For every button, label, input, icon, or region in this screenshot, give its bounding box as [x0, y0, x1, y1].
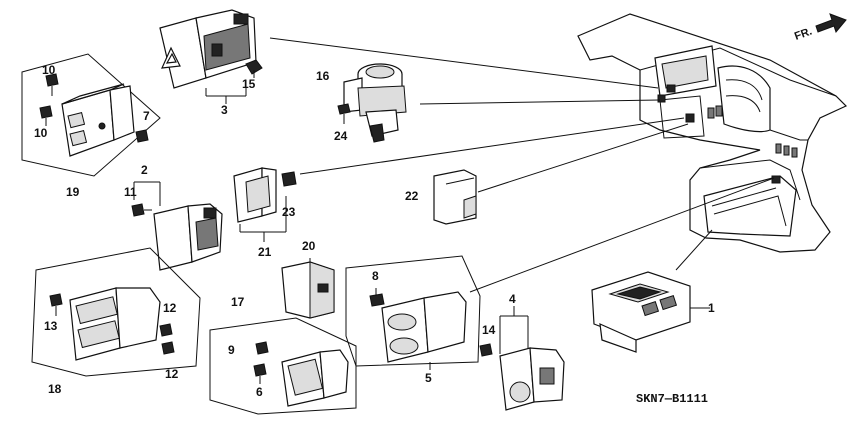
callout-5: 5: [425, 371, 432, 385]
callout-2: 2: [141, 163, 148, 177]
switch-group-19: [21, 53, 161, 177]
switch-2: [131, 181, 223, 271]
callout-12b: 12: [165, 367, 179, 381]
dashboard-illustration: [577, 13, 848, 253]
callout-10b: 10: [34, 126, 48, 140]
callout-4: 4: [509, 292, 516, 306]
callout-7: 7: [143, 109, 150, 123]
callout-14: 14: [482, 323, 496, 337]
callout-22: 22: [405, 189, 419, 203]
callout-24: 24: [334, 129, 348, 143]
direction-label: FR.: [793, 25, 814, 42]
callout-16: 16: [316, 69, 330, 83]
switch-1: [591, 271, 710, 353]
callout-13: 13: [44, 319, 58, 333]
front-direction-arrow: FR.: [793, 13, 847, 43]
callout-labels: 1 2 3 4 5 6 7 8 9 10 10 11 12 12 13 14 1…: [34, 63, 715, 399]
callout-9: 9: [228, 343, 235, 357]
callout-15: 15: [242, 77, 256, 91]
callout-17: 17: [231, 295, 245, 309]
hazard-switch: [159, 9, 263, 104]
switch-group-18: [31, 247, 201, 377]
callout-6: 6: [256, 385, 263, 399]
switch-4: [479, 306, 565, 411]
leader-lines: [269, 37, 775, 293]
callout-23: 23: [282, 205, 296, 219]
switch-21: [233, 167, 297, 242]
callout-1: 1: [708, 301, 715, 315]
switch-group-5: [345, 255, 481, 370]
callout-18: 18: [48, 382, 62, 396]
ignition-switch: [337, 63, 407, 143]
callout-20: 20: [302, 239, 316, 253]
callout-21: 21: [258, 245, 272, 259]
diagram-code: SKN7—B1111: [636, 392, 708, 406]
callout-12a: 12: [163, 301, 177, 315]
callout-11: 11: [124, 185, 137, 199]
blank-cover-20: [281, 258, 335, 319]
blank-cover-22: [433, 169, 477, 225]
switch-group-17: [209, 317, 357, 415]
callout-3: 3: [221, 103, 228, 117]
callout-8: 8: [372, 269, 379, 283]
callout-10a: 10: [42, 63, 56, 77]
callout-19: 19: [66, 185, 80, 199]
